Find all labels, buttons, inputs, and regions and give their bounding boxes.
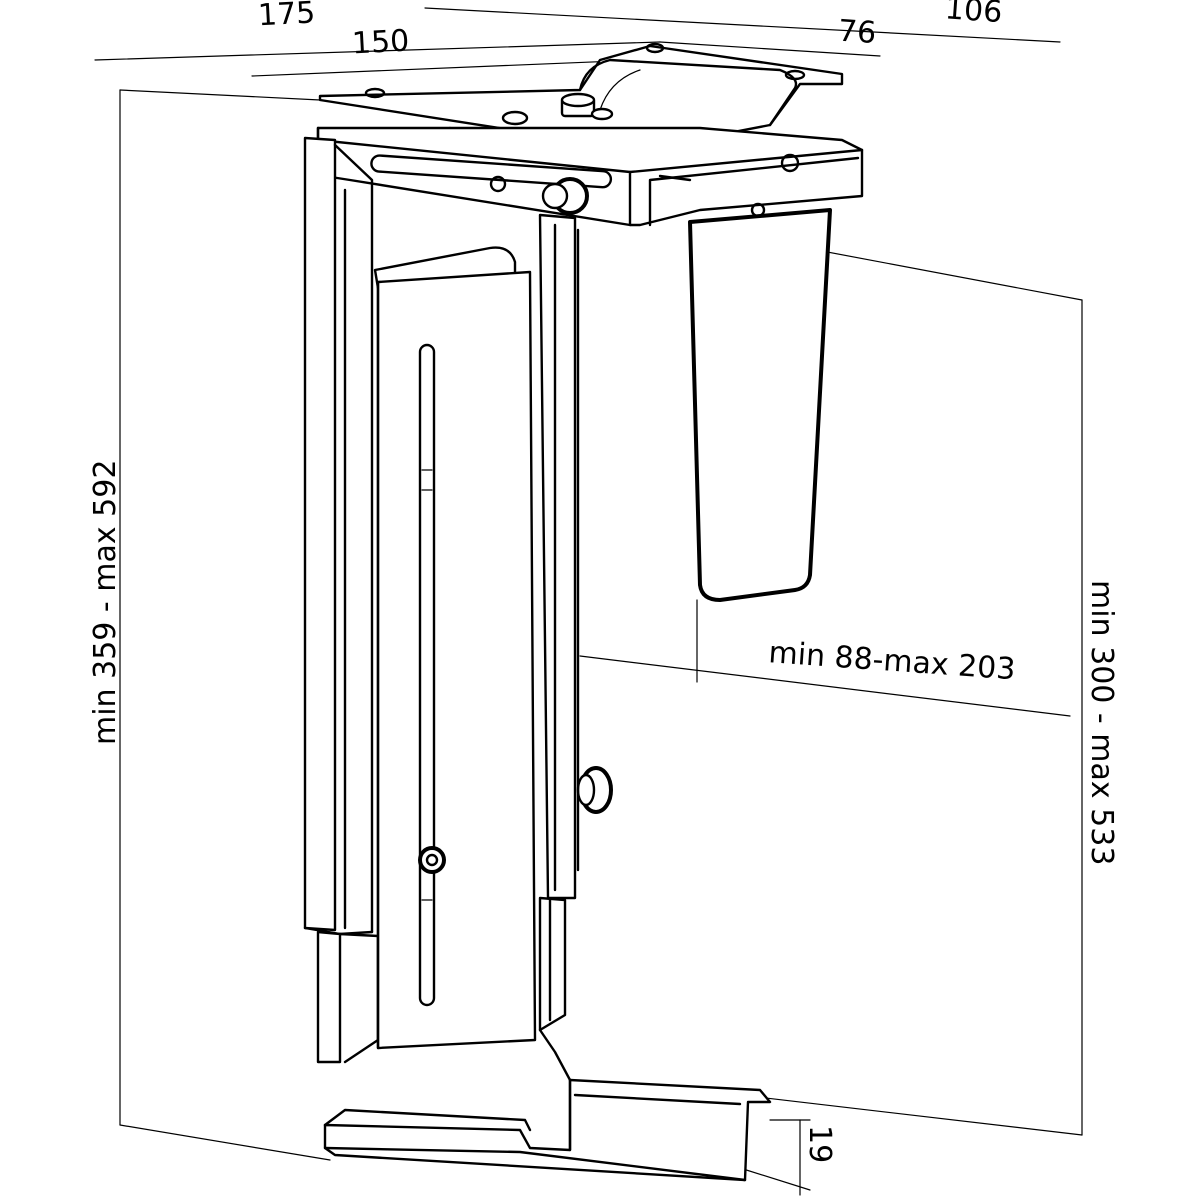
dimension-lines [94,7,1083,1196]
dimension-labels: 175 150 76 106 min 359 - max 592 min 300… [88,0,1119,1163]
base-tray [323,1028,772,1182]
side-hanging-plate [688,208,832,602]
dim-width-plate: 150 [351,23,410,61]
right-vertical-arm [538,213,613,1032]
dim-width-side: 76 [837,14,878,52]
dim-height-inner: min 300 - max 533 [1084,580,1119,865]
slide-rail-frame [316,126,864,227]
dim-depth: 106 [944,0,1004,30]
dim-height-total: min 359 - max 592 [88,460,123,745]
dim-base-lip: 19 [802,1125,837,1163]
left-vertical-arm [303,136,380,1064]
dim-width-inner: min 88-max 203 [767,635,1016,687]
dim-width-total: 175 [257,0,316,33]
center-side-plate [373,246,537,1050]
